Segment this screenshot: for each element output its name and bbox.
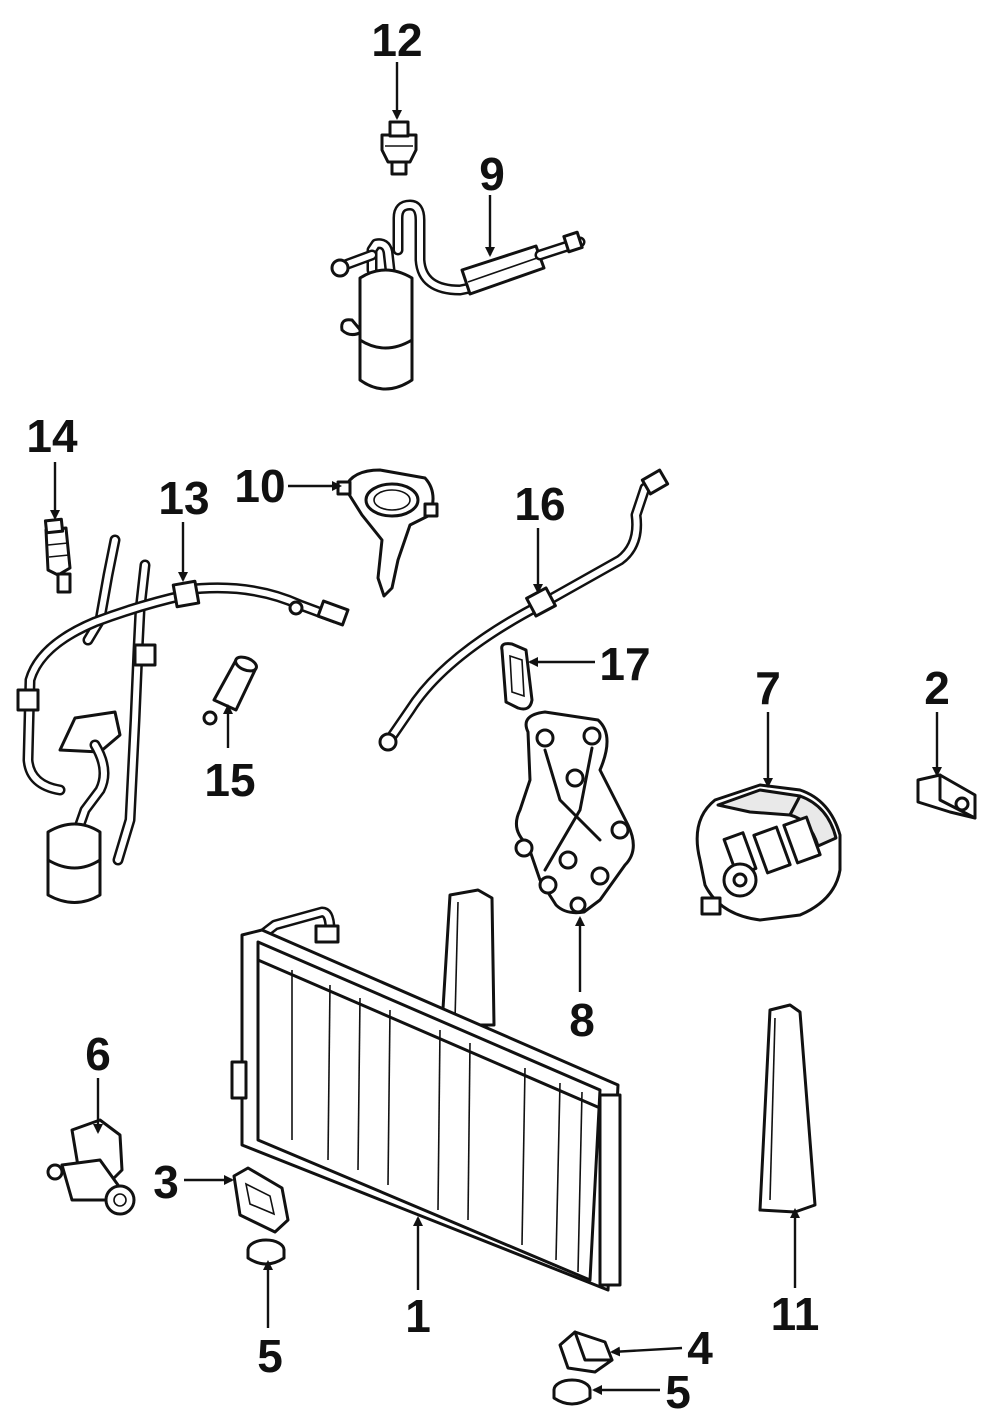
- leader-lines: [50, 62, 942, 1395]
- part-9-mounting-bracket[interactable]: [514, 710, 635, 915]
- part-13-hose-assembly[interactable]: [16, 534, 350, 904]
- part-4-clip[interactable]: [558, 1330, 614, 1374]
- callout-5-left: 5: [257, 1330, 283, 1382]
- callout-9: 8: [569, 994, 595, 1046]
- part-7-switch[interactable]: [46, 1118, 136, 1216]
- callout-6: 11: [771, 1288, 820, 1340]
- callout-11: 10: [234, 460, 285, 512]
- callout-13: 13: [158, 472, 209, 524]
- part-2-bracket[interactable]: [916, 773, 977, 820]
- callout-3: 3: [153, 1156, 179, 1208]
- callout-1: 1: [405, 1290, 431, 1342]
- callout-15: 15: [204, 754, 255, 806]
- part-17-gasket[interactable]: [500, 642, 534, 711]
- part-10-receiver-drier[interactable]: [330, 199, 586, 391]
- part-14-switch[interactable]: [43, 517, 72, 594]
- callout-8: 7: [755, 662, 781, 714]
- callout-10: 9: [479, 148, 505, 200]
- callout-17: 17: [599, 638, 650, 690]
- callout-14: 14: [26, 410, 78, 462]
- seal-behind-condenser[interactable]: [440, 888, 496, 1027]
- callout-16: 16: [514, 478, 565, 530]
- part-8-compressor[interactable]: [695, 783, 842, 922]
- part-1-condenser[interactable]: [230, 906, 622, 1292]
- callout-labels: 12 9 14 13 10 15 16 17 7 2 8 6 3 5 1 4 5…: [26, 14, 949, 1418]
- part-11-bracket[interactable]: [336, 468, 439, 598]
- part-5-cap-left[interactable]: [246, 1238, 286, 1266]
- part-15-fitting[interactable]: [202, 654, 258, 726]
- callout-2: 2: [924, 662, 950, 714]
- part-3-bracket[interactable]: [232, 1166, 290, 1234]
- part-12-pressure-switch[interactable]: [380, 120, 418, 176]
- callout-7: 6: [85, 1028, 111, 1080]
- part-5-cap-right[interactable]: [552, 1378, 592, 1406]
- part-6-seal[interactable]: [758, 1003, 817, 1214]
- callout-12: 12: [371, 14, 422, 66]
- part-16-line[interactable]: [378, 468, 670, 752]
- callout-5-right: 5: [665, 1366, 691, 1418]
- callout-4: 4: [687, 1322, 713, 1374]
